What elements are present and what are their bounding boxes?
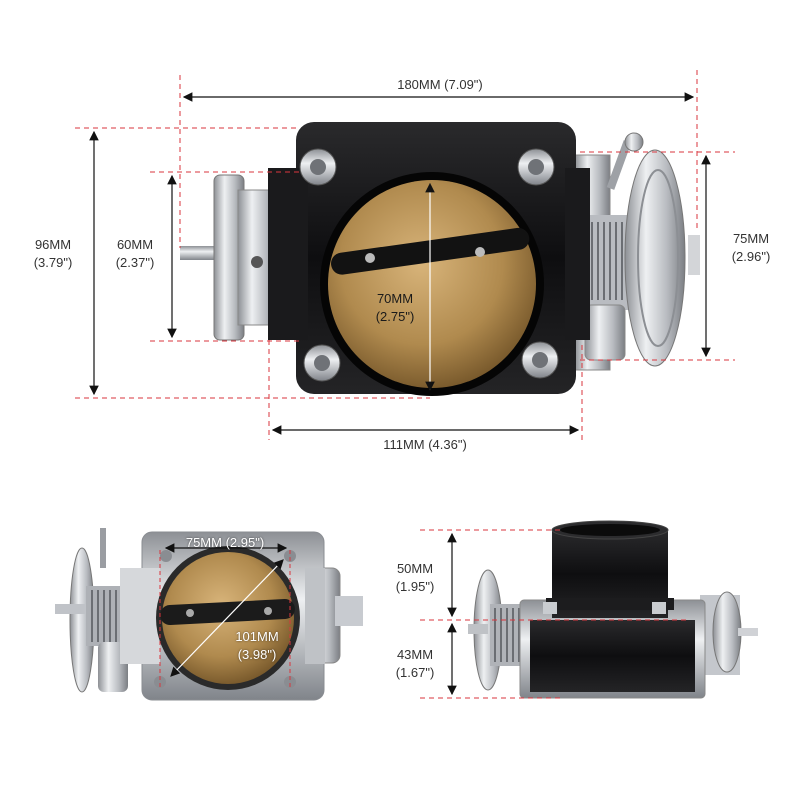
body-width-text: 111MM (4.36") — [383, 437, 467, 452]
lower-height-mm: 43MM — [396, 647, 434, 662]
bore-diameter-mm: 70MM — [376, 291, 414, 306]
inner-height-in: (2.37") — [115, 255, 155, 270]
diagonal-label: 101MM (3.98") — [222, 628, 292, 664]
bore-diameter-in: (2.75") — [375, 309, 415, 324]
lower-height-in: (1.67") — [395, 665, 435, 680]
upper-height-mm: 50MM — [396, 561, 434, 576]
upper-height-in: (1.95") — [395, 579, 435, 594]
diagonal-mm: 101MM — [235, 629, 279, 644]
body-height-mm: 96MM — [34, 237, 72, 252]
mounting-bolt-icon — [299, 148, 559, 382]
bolt-spacing-text: 75MM (2.95") — [185, 535, 265, 550]
overall-width-text: 180MM (7.09") — [394, 77, 486, 92]
body-height-in: (3.79") — [33, 255, 73, 270]
body-height-label: 96MM (3.79") — [18, 236, 88, 272]
lower-height-label: 43MM (1.67") — [380, 646, 450, 682]
right-height-label: 75MM (2.96") — [716, 230, 786, 266]
inner-height-mm: 60MM — [116, 237, 154, 252]
diagonal-in: (3.98") — [237, 647, 277, 662]
upper-height-label: 50MM (1.95") — [380, 560, 450, 596]
right-height-mm: 75MM — [732, 231, 770, 246]
right-height-in: (2.96") — [731, 249, 771, 264]
bolt-spacing-label: 75MM (2.95") — [150, 534, 300, 552]
bore-diameter-label: 70MM (2.75") — [360, 290, 430, 326]
side-view — [420, 520, 758, 699]
top-view — [75, 70, 735, 440]
overall-width-label: 180MM (7.09") — [340, 76, 540, 94]
inner-height-label: 60MM (2.37") — [100, 236, 170, 272]
front-view — [55, 528, 363, 701]
body-width-label: 111MM (4.36") — [325, 436, 525, 454]
